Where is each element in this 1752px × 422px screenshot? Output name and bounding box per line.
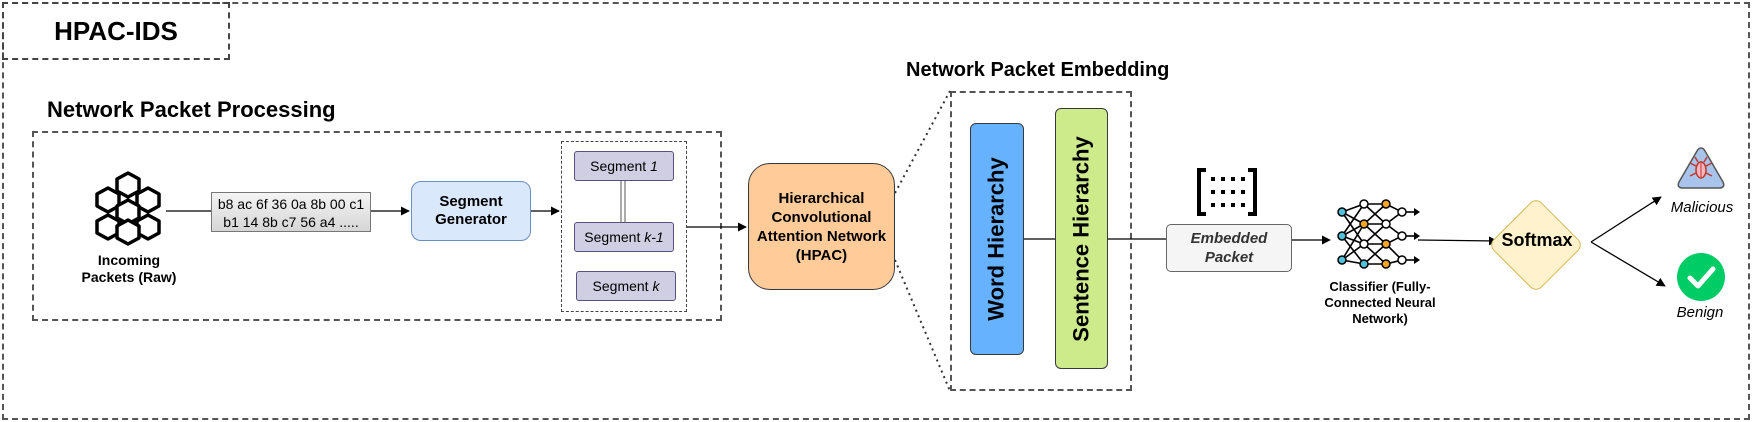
zoom-line-bottom [894, 259, 951, 392]
matrix-icon [1197, 168, 1257, 216]
classifier-line1: Classifier (Fully- [1329, 279, 1431, 294]
cubes-icon [95, 171, 161, 246]
classifier-line2: Connected Neural [1324, 295, 1436, 310]
hex-line2: b1 14 8b c7 56 a4 ..... [223, 214, 359, 230]
segments-frame [561, 141, 687, 312]
sentence-hierarchy-label: Sentence Hierarchy [1068, 135, 1094, 342]
segment-generator-line2: Generator [435, 211, 507, 228]
segment-k-prefix: Segment [592, 278, 653, 294]
word-hierarchy-label: Word Hierarchy [984, 157, 1010, 321]
raw-hex-box: b8 ac 6f 36 0a 8b 00 c1 b1 14 8b c7 56 a… [211, 192, 371, 232]
segment-1-index: 1 [650, 158, 658, 174]
embedded-packet-line1: Embedded [1190, 230, 1268, 247]
processing-section-title: Network Packet Processing [47, 97, 336, 122]
classifier-label: Classifier (Fully- Connected Neural Netw… [1310, 279, 1450, 327]
segment-1-box: Segment 1 [574, 151, 674, 181]
embedded-packet-line2: Packet [1204, 249, 1254, 266]
incoming-label-line1: Incoming [97, 252, 161, 268]
incoming-packets-label: Incoming Packets (Raw) [64, 252, 194, 286]
embedding-frame [950, 91, 1132, 391]
incoming-label-line2: Packets (Raw) [81, 269, 177, 285]
segment-k-index: k [652, 278, 660, 294]
segment-generator-box: Segment Generator [411, 181, 531, 241]
processing-frame [32, 131, 722, 321]
softmax-to-malicious-arrow [1590, 196, 1662, 243]
bug-warning-icon [1677, 147, 1725, 189]
softmax-to-benign-arrow [1590, 241, 1666, 287]
segment-k-minus-1-index: k-1 [644, 229, 664, 245]
segment-k-minus-1-prefix: Segment [584, 229, 645, 245]
segment-k-minus-1-box: Segment k-1 [574, 222, 674, 252]
classifier-line3: Network) [1352, 311, 1408, 326]
segment-1-prefix: Segment [590, 158, 651, 174]
zoom-line-top [894, 90, 951, 194]
word-hierarchy-bar: Word Hierarchy [970, 123, 1024, 355]
hpac-line4: (HPAC) [795, 246, 848, 264]
segment-generator-line1: Segment [439, 193, 503, 210]
neural-network-icon [1337, 199, 1420, 269]
classifier-to-softmax-arrow [1417, 236, 1498, 246]
malicious-label: Malicious [1670, 199, 1734, 216]
hpac-line2: Convolutional [771, 208, 872, 226]
embedding-section-title: Network Packet Embedding [906, 59, 1170, 81]
hpac-line3: Attention Network [756, 227, 887, 245]
segment-k-box: Segment k [576, 271, 676, 301]
benign-label: Benign [1676, 304, 1724, 321]
hpac-line1: Hierarchical [778, 189, 865, 207]
checkmark-icon [1677, 253, 1725, 301]
softmax-label: Softmax [1501, 230, 1573, 250]
sentence-hierarchy-bar: Sentence Hierarchy [1055, 108, 1108, 369]
hex-line1: b8 ac 6f 36 0a 8b 00 c1 [217, 196, 365, 212]
embedded-packet-box: Embedded Packet [1166, 224, 1292, 272]
diagram-title: HPAC-IDS [2, 2, 230, 60]
hpac-box: Hierarchical Convolutional Attention Net… [748, 163, 895, 290]
